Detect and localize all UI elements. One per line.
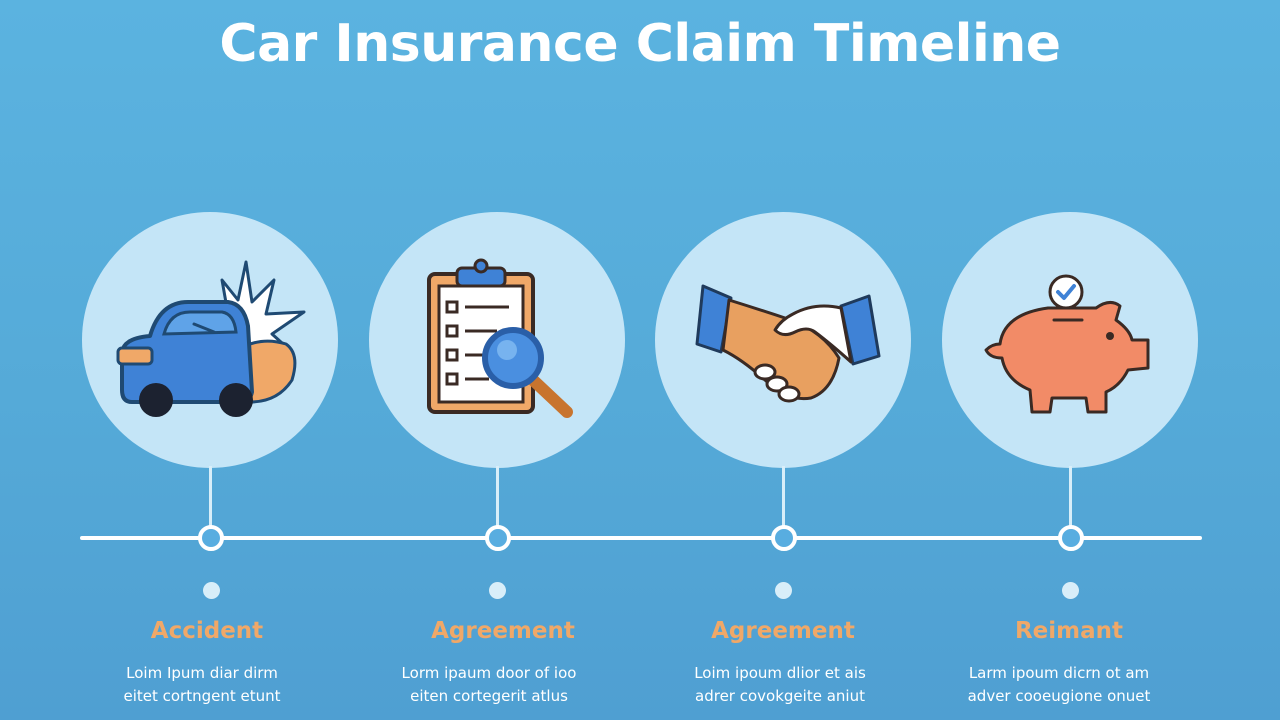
step-2-node: [485, 525, 511, 551]
step-4-node: [1058, 525, 1084, 551]
step-4-desc-line2: adver cooeugione onuet: [967, 687, 1151, 705]
step-3-circle: [655, 212, 911, 468]
car-crash-icon: [116, 260, 306, 417]
step-3-dot: [775, 582, 792, 599]
piggy-bank-icon: [984, 274, 1150, 414]
step-1-desc-line2: eitet cortngent etunt: [123, 687, 281, 705]
step-3-desc-line2: adrer covokgeite aniut: [695, 687, 865, 705]
timeline-line: [80, 536, 1202, 540]
step-1-circle: [82, 212, 338, 468]
step-4-circle: [942, 212, 1198, 468]
step-1-dot: [203, 582, 220, 599]
step-2-connector: [496, 466, 499, 528]
clipboard-magnifier-icon: [427, 258, 573, 418]
step-2-dot: [489, 582, 506, 599]
step-2-desc-line1: Lorm ipaum door of ioo: [401, 664, 577, 682]
step-2-description: Lorm ipaum door of ioo eiten cortegerit …: [359, 662, 619, 708]
step-4-label: Reimant: [1014, 618, 1124, 644]
step-1-description: Loim Ipum diar dirm eitet cortngent etun…: [72, 662, 332, 708]
handshake-icon: [695, 284, 881, 403]
step-4-desc-line1: Larm ipoum dicrn ot am: [968, 664, 1150, 682]
page-title: Car Insurance Claim Timeline: [219, 14, 1061, 74]
step-3-label: Agreement: [711, 618, 855, 644]
step-2-circle: [369, 212, 625, 468]
step-1-desc-line1: Loim Ipum diar dirm: [126, 664, 278, 682]
step-3-connector: [782, 466, 785, 528]
step-3-desc-line1: Loim ipoum dlior et ais: [694, 664, 866, 682]
step-1-node: [198, 525, 224, 551]
step-3-node: [771, 525, 797, 551]
step-1-connector: [209, 466, 212, 528]
step-4-connector: [1069, 466, 1072, 528]
step-4-description: Larm ipoum dicrn ot am adver cooeugione …: [929, 662, 1189, 708]
step-3-description: Loim ipoum dlior et ais adrer covokgeite…: [650, 662, 910, 708]
step-2-label: Agreement: [431, 618, 575, 644]
step-2-desc-line2: eiten cortegerit atlus: [410, 687, 568, 705]
step-1-label: Accident: [150, 618, 264, 644]
step-4-dot: [1062, 582, 1079, 599]
